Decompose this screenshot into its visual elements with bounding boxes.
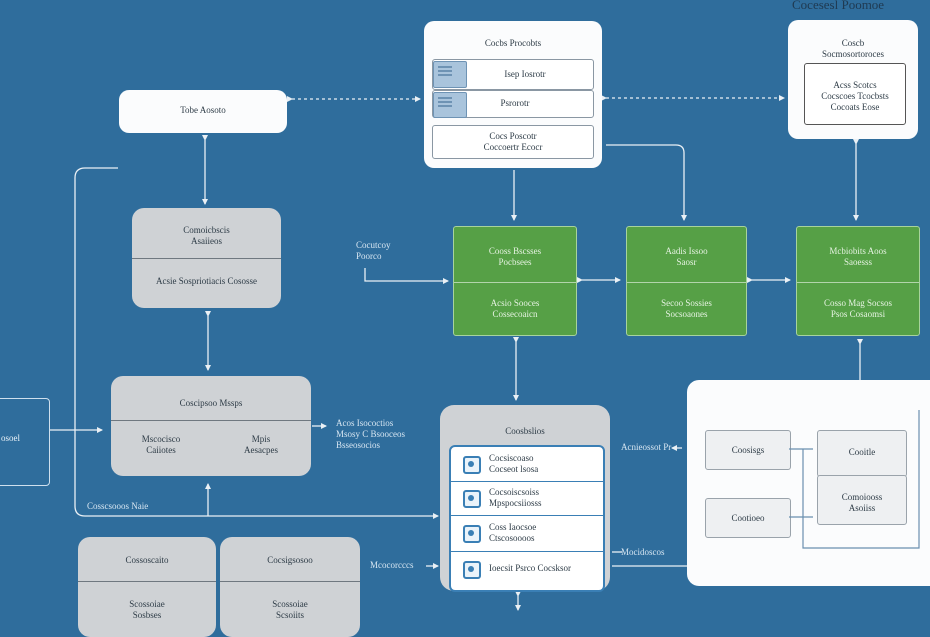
node-center-top-title: Cocbs Procobts	[484, 38, 542, 48]
node-right-top-title: Coscb Socmosortoroces	[822, 38, 884, 59]
center-top-item-1[interactable]: Isep Iosrotr	[432, 59, 594, 90]
right-bottom-box-a[interactable]: Coosisgs	[705, 430, 791, 470]
node-center-bottom-title: Coosbslios	[505, 426, 545, 436]
node-grey-bottom-2[interactable]: Cocsigsosoo Scossoiae Scsoiits	[220, 537, 360, 637]
right-bottom-box-a-label: Coosisgs	[731, 445, 765, 455]
center-top-item-3[interactable]: Cocs Poscotr Coccoertr Ecocr	[432, 125, 594, 159]
center-bottom-row-3[interactable]: Coss Iaocsoe Ctscosoooos	[451, 515, 603, 552]
right-bottom-box-c[interactable]: Cooitle	[817, 430, 907, 477]
node-left-edge[interactable]: osoel	[0, 398, 50, 486]
center-top-item-3-label: Cocs Poscotr Coccoertr Ecocr	[483, 131, 543, 152]
node-right-top-inner: Acss Scotcs Cocscoes Tcocbsts Cocoats Eo…	[804, 63, 906, 125]
node-grey-mid-title: Coscipsoo Mssps	[179, 398, 243, 408]
right-bottom-box-c-label: Cooitle	[848, 447, 876, 457]
node-green-2-top: Aadis Issoo Saosr	[665, 246, 708, 267]
center-top-item-2[interactable]: Psrorotr	[432, 90, 594, 118]
page-title: Cocesesl Poomoe	[792, 0, 885, 12]
right-bottom-box-b[interactable]: Cootioeo	[705, 498, 791, 538]
node-center-bottom[interactable]: Coosbslios Cocsiscoaso Cocseot lsosa Coc…	[440, 405, 610, 592]
divider	[627, 282, 746, 283]
node-green-2[interactable]: Aadis Issoo Saosr Secoo Sossies Socsoaon…	[626, 226, 747, 336]
center-bottom-row-1-label: Cocsiscoaso Cocseot lsosa	[489, 453, 539, 474]
node-green-3-top: Mcbiobits Aoos Saoesss	[829, 246, 887, 267]
label-mocidoscos: Mocidoscos	[621, 547, 665, 557]
node-center-top[interactable]: Cocbs Procobts Isep Iosrotr Psrorotr Coc…	[424, 21, 602, 168]
node-grey-mid-right: Mpis Aesacpes	[244, 434, 278, 455]
node-grey-mid[interactable]: Coscipsoo Mssps Mscocisco Caiiotes Mpis …	[111, 376, 311, 476]
center-bottom-row-4-label: Ioecsit Psrco Cocsksor	[489, 563, 571, 573]
document-icon	[463, 490, 481, 508]
center-bottom-row-3-label: Coss Iaocsoe Ctscosoooos	[489, 522, 537, 543]
node-right-top-inner-label: Acss Scotcs Cocscoes Tcocbsts Cocoats Eo…	[821, 80, 889, 112]
node-grey-mid-left: Mscocisco Caiiotes	[141, 434, 181, 455]
node-grey-bottom-1-bottom: Scossoiae Sosbses	[129, 599, 165, 620]
center-top-item-1-label: Isep Iosrotr	[504, 69, 546, 79]
node-green-1-top: Cooss Bscsses Pocbsees	[488, 246, 542, 267]
right-bottom-box-b-label: Cootioeo	[731, 513, 765, 523]
divider	[220, 581, 360, 582]
label-cosscsooos-naie: Cosscsooos Naie	[87, 501, 149, 511]
node-green-2-bottom: Secoo Sossies Socsoaones	[661, 298, 712, 319]
label-cocutcoy: Cocutcoy Poorco	[356, 240, 391, 261]
circle-icon	[463, 561, 481, 579]
data-icon	[463, 525, 481, 543]
node-grey-bottom-2-title: Cocsigsosoo	[267, 555, 313, 565]
node-green-1-bottom: Acsio Sooces Cossecoaicn	[490, 298, 540, 319]
center-bottom-row-2-label: Cocsoiscsoiss Mpspocsiiosss	[489, 487, 542, 508]
divider	[111, 420, 311, 421]
divider	[78, 581, 216, 582]
divider	[797, 282, 919, 283]
divider	[132, 258, 281, 259]
right-bottom-box-d-label: Comoiooss Asoiiss	[841, 492, 883, 513]
label-acnieossot: Acnieossot Pr	[621, 442, 672, 452]
node-green-1[interactable]: Cooss Bscsses Pocbsees Acsio Sooces Coss…	[453, 226, 577, 336]
center-bottom-row-2[interactable]: Cocsoiscsoiss Mpspocsiiosss	[451, 481, 603, 516]
label-acos-isococtios: Acos Isococtios Msosy C Bsooceos Bsseoso…	[336, 418, 406, 450]
node-green-3-bottom: Cosso Mag Socsos Psos Cosaomsi	[823, 298, 892, 319]
node-grey-bottom-2-bottom: Scossoiae Scsoiits	[272, 599, 308, 620]
right-bottom-connectors	[789, 410, 920, 549]
center-bottom-row-4[interactable]: Ioecsit Psrco Cocsksor	[451, 551, 603, 588]
node-grey-top-title: Comoicbscis Asaiieos	[183, 225, 230, 246]
node-left-edge-label: osoel	[1, 433, 20, 443]
label-mcocorcccs: Mcocorcccs	[370, 560, 414, 570]
right-bottom-box-d[interactable]: Comoiooss Asoiiss	[817, 475, 907, 525]
center-bottom-row-1[interactable]: Cocsiscoaso Cocseot lsosa	[451, 447, 603, 482]
node-grey-bottom-1[interactable]: Cossoscaito Scossoiae Sosbses	[78, 537, 216, 637]
node-top-left-label: Tobe Aosoto	[180, 105, 226, 115]
center-bottom-list: Cocsiscoaso Cocseot lsosa Cocsoiscsoiss …	[449, 445, 605, 592]
node-top-left[interactable]: Tobe Aosoto	[119, 90, 287, 133]
center-top-item-2-label: Psrorotr	[500, 98, 530, 108]
card-icon	[433, 61, 467, 88]
settings-icon	[463, 456, 481, 474]
node-grey-top-bottom: Acsie Sospriotiacis Cososse	[156, 276, 257, 286]
node-grey-top[interactable]: Comoicbscis Asaiieos Acsie Sospriotiacis…	[132, 208, 281, 308]
node-green-3[interactable]: Mcbiobits Aoos Saoesss Cosso Mag Socsos …	[796, 226, 920, 336]
node-grey-bottom-1-title: Cossoscaito	[125, 555, 169, 565]
node-right-top[interactable]: Coscb Socmosortoroces Acss Scotcs Cocsco…	[788, 20, 918, 139]
node-right-bottom[interactable]: Coosisgs Cootioeo Cooitle Comoiooss Asoi…	[687, 380, 930, 586]
card-icon	[433, 92, 467, 118]
divider	[454, 282, 576, 283]
